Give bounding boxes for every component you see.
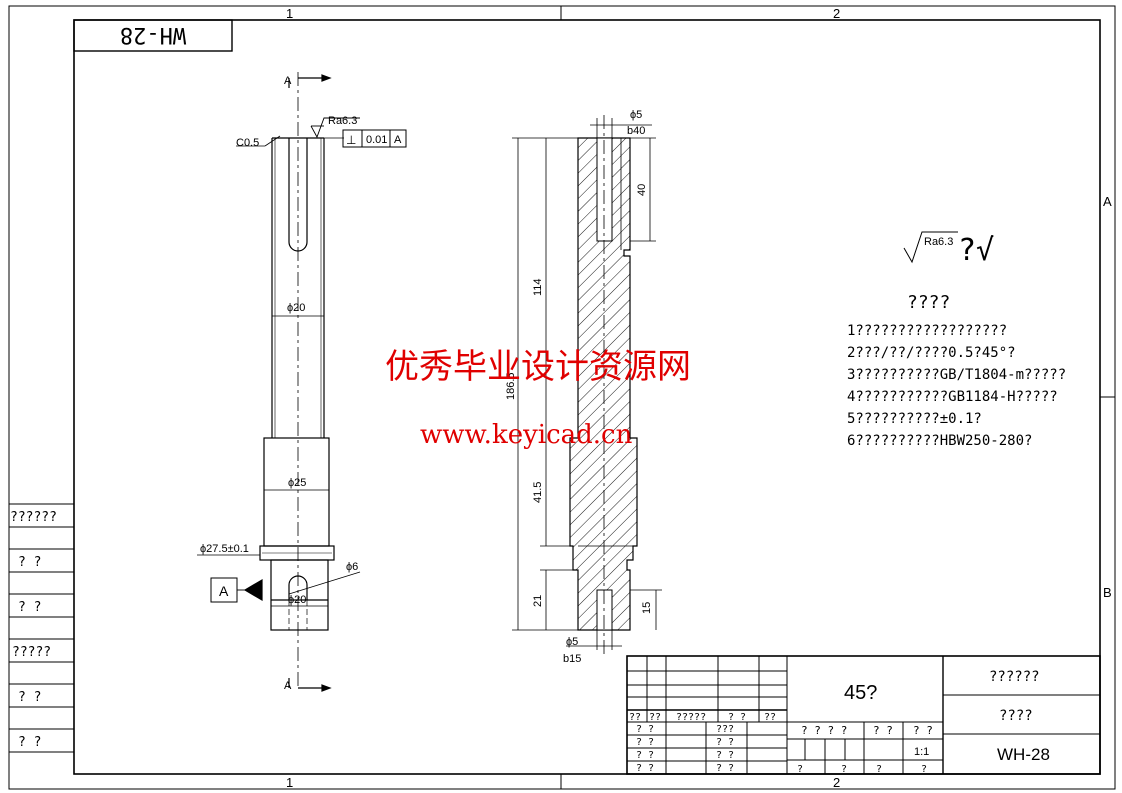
sign-row-2-b: ? ? — [716, 737, 734, 748]
zone-2-top: 2 — [833, 6, 840, 21]
stamp-cell-1: ?????? — [10, 510, 57, 525]
stamp-cell-2: ? ? — [18, 555, 41, 570]
stage-header-1: ? ? ? ? — [801, 724, 847, 737]
note-line-5: 5??????????±0.1? — [847, 411, 982, 427]
roughness-top-label: Ra6.3 — [328, 115, 357, 127]
sec-dim-41-5: 41.5 — [532, 482, 544, 503]
sign-row-3-a: ? ? — [636, 750, 654, 761]
chamfer-label: C0.5 — [236, 137, 259, 149]
perpendicularity-datum: A — [394, 134, 402, 146]
zone-a-right: A — [1103, 194, 1112, 209]
sign-row-1-a: ? ? — [636, 724, 654, 735]
rev-cell-5: ?? — [764, 712, 776, 723]
note-line-6: 6??????????HBW250-280? — [847, 433, 1032, 449]
sec-dim-40: 40 — [636, 184, 648, 196]
sheet-cell-4: ? — [921, 764, 927, 775]
sheet-frame — [8, 5, 1116, 790]
zone-b-right: B — [1103, 585, 1112, 600]
sec-dim-15: 15 — [641, 602, 653, 614]
rev-cell-2: ?? — [649, 712, 661, 723]
title-block — [626, 655, 1101, 775]
section-view — [512, 115, 662, 658]
dim-dia-main: ϕ20 — [287, 302, 305, 314]
drawing-code-box: WH-28 — [73, 19, 233, 52]
sheet-cell-1: ? — [797, 764, 803, 775]
note-line-4: 4???????????GB1184-H????? — [847, 389, 1058, 405]
sheet-cell-2: ? — [841, 764, 847, 775]
sign-row-2-a: ? ? — [636, 737, 654, 748]
zone-2-bottom: 2 — [833, 775, 840, 790]
rev-cell-1: ?? — [629, 712, 641, 723]
section-body — [569, 137, 638, 631]
zone-1-bottom: 1 — [286, 775, 293, 790]
sec-dim-21: 21 — [532, 595, 544, 607]
section-mark-bottom: A — [284, 680, 292, 692]
watermark-url: www.keyicad.cn — [420, 420, 633, 450]
sec-bottom-hole: ϕ5 — [566, 636, 578, 648]
roughness-note-value: Ra6.3 — [924, 236, 953, 248]
dim-dia-collar: ϕ27.5±0.1 — [200, 543, 249, 555]
sec-dim-114: 114 — [532, 278, 544, 296]
title-drawing-no: WH-28 — [997, 745, 1050, 764]
sign-row-4-a: ? ? — [636, 763, 654, 774]
rev-cell-3: ????? — [676, 712, 706, 723]
sec-top-hole: ϕ5 — [630, 109, 642, 121]
roughness-note: Ra6.3 ?√ — [903, 231, 994, 268]
stage-header-3: ? ? — [913, 724, 933, 737]
note-line-1: 1?????????????????? — [847, 323, 1007, 339]
title-company: ?????? — [989, 669, 1040, 685]
title-material: 45? — [844, 682, 877, 704]
perpendicularity-tolerance: 0.01 — [366, 134, 387, 146]
stage-header-2: ? ? — [873, 724, 893, 737]
stamp-cell-3: ? ? — [18, 600, 41, 615]
stamp-cell-5: ? ? — [18, 690, 41, 705]
stamp-cell-4: ????? — [12, 645, 51, 660]
perpendicularity-symbol: ⊥ — [346, 133, 356, 147]
sign-row-3-b: ? ? — [716, 750, 734, 761]
rev-cell-4: ? ? — [728, 712, 746, 723]
dim-dia-lower: ϕ20 — [288, 594, 306, 606]
sign-row-4-b: ? ? — [716, 763, 734, 774]
dim-dia-hole: ϕ6 — [346, 561, 358, 573]
note-line-3: 3??????????GB/T1804-m????? — [847, 367, 1066, 383]
datum-label: A — [219, 583, 229, 599]
sign-row-1-b: ??? — [716, 724, 734, 735]
notes-heading: ???? — [907, 292, 950, 313]
sec-top-depth: b40 — [627, 125, 645, 137]
part-view — [197, 72, 407, 692]
zone-1-top: 1 — [286, 6, 293, 21]
stamp-cell-6: ? ? — [18, 735, 41, 750]
roughness-note-rest: ?√ — [958, 233, 994, 268]
title-part-name: ???? — [999, 708, 1033, 724]
watermark-cn: 优秀毕业设计资源网 — [385, 347, 691, 387]
left-stamp-table — [9, 503, 74, 753]
sec-dim-total: 186.5 — [505, 372, 517, 400]
title-scale: 1:1 — [914, 746, 929, 758]
drawing-code-text: WH-28 — [120, 22, 186, 47]
sec-bottom-depth: b15 — [563, 653, 581, 665]
sheet-cell-3: ? — [876, 764, 882, 775]
dim-dia-body: ϕ25 — [288, 477, 306, 489]
section-mark-top: A — [284, 75, 292, 87]
note-line-2: 2???/??/????0.5?45°? — [847, 345, 1016, 361]
